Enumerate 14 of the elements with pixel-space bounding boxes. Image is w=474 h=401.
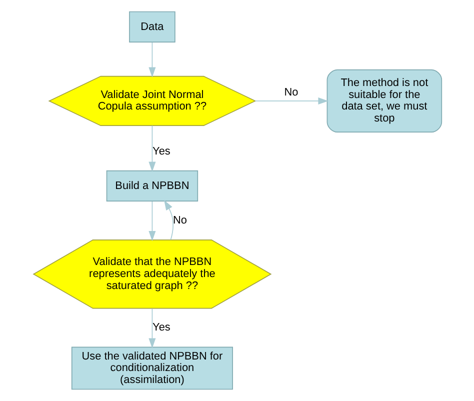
- arrow: [148, 308, 156, 348]
- arrow: [148, 42, 156, 78]
- node-box: The method is not suitable for the data set, we must stop: [326, 69, 442, 132]
- arrow: [148, 201, 156, 242]
- arrow: [148, 125, 156, 172]
- node-box: Use the validated NPBBN for conditionalization (assimilation): [70, 346, 232, 390]
- edge-label: No: [284, 86, 298, 98]
- node-box: Data: [128, 11, 175, 42]
- arrow: [254, 97, 328, 104]
- edge-label: Yes: [152, 322, 170, 334]
- node-box: Build a NPBBN: [106, 170, 198, 202]
- edge-label: No: [172, 214, 186, 226]
- edge-label: Yes: [152, 145, 170, 158]
- arrow: [164, 200, 174, 240]
